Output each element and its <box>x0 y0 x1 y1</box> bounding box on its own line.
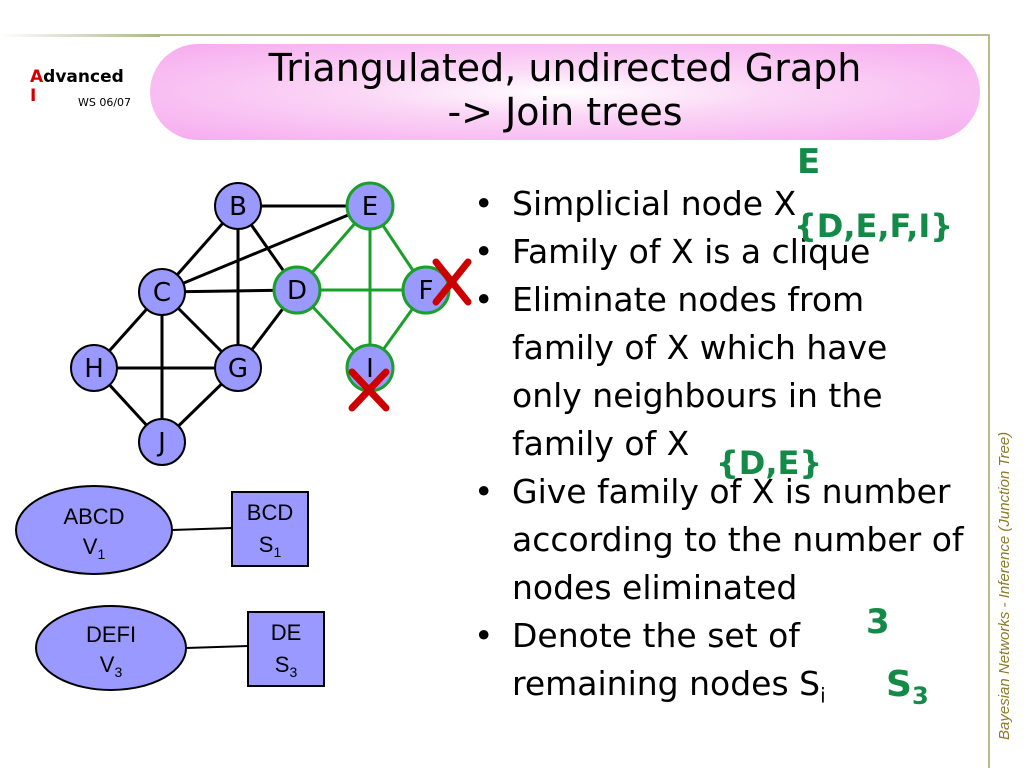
header-rule <box>160 34 990 36</box>
title-line-2: -> Join trees <box>447 90 683 134</box>
bullet-5-subscript: i <box>820 683 826 708</box>
node-d-label: D <box>287 276 307 306</box>
bullet-item-2: •Family of X is a clique <box>474 232 871 271</box>
bullet-text-1: Simplicial node X <box>512 184 797 223</box>
title-banner <box>150 44 980 140</box>
bullet-text-5: Denote the set of remaining nodes S <box>512 616 821 703</box>
annotation-family: {D,E,F,I} <box>794 207 954 245</box>
clique-v3-label: V3 <box>100 652 123 680</box>
bullet-item-1: •Simplicial node X <box>474 184 797 223</box>
node-b-label: B <box>229 192 247 222</box>
node-c: C <box>138 268 186 316</box>
title-line-1: Triangulated, undirected Graph <box>268 46 862 90</box>
clique-v3: DEFI V3 <box>35 605 187 691</box>
semester-label: WS 06/07 <box>78 96 132 109</box>
annotation-number: 3 <box>866 602 890 642</box>
sidebar-label: Bayesian Networks - Inference (Junction … <box>996 431 1013 740</box>
bullet-item-3: •Eliminate nodes from family of X which … <box>474 280 888 463</box>
elimination-crosses <box>348 258 472 412</box>
node-g: G <box>214 344 262 392</box>
separator-s1: BCD S1 <box>231 491 309 567</box>
bullet-list: •Simplicial node X •Family of X is a cli… <box>474 180 984 720</box>
edge-c-e <box>161 204 371 294</box>
node-h: H <box>70 344 118 392</box>
node-i-label: I <box>366 354 374 384</box>
node-h-label: H <box>84 354 104 384</box>
annotation-set-letter: S <box>886 664 912 705</box>
clique-v1-label: V1 <box>83 534 106 562</box>
clique-v3-name: DEFI <box>86 622 136 647</box>
node-e-label: E <box>362 192 378 222</box>
annotation-set: S3 <box>886 664 929 710</box>
separator-s3-name: DE <box>271 620 302 645</box>
node-j-label: J <box>156 428 166 458</box>
annotation-simplicial-node: E <box>797 142 821 182</box>
node-g-label: G <box>228 354 248 384</box>
node-d: D <box>272 265 322 315</box>
bullet-item-4: •Give family of X is number according to… <box>474 472 964 607</box>
separator-s1-name: BCD <box>247 500 293 525</box>
node-e: E <box>345 181 395 231</box>
logo: Advanced I <box>30 68 124 106</box>
right-rule <box>988 34 990 768</box>
separator-s1-label: S1 <box>259 532 282 560</box>
annotation-set-index: 3 <box>911 682 929 711</box>
slide-title: Triangulated, undirected Graph -> Join t… <box>150 46 980 134</box>
graph-nodes: B E C D F H G I J <box>70 181 451 466</box>
bullet-item-5: •Denote the set of remaining nodes Si <box>474 616 826 708</box>
node-c-label: C <box>153 278 171 308</box>
annotation-remaining: {D,E} <box>716 444 823 482</box>
clique-v1: ABCD V1 <box>15 485 173 575</box>
logo-text: dvanced <box>43 67 124 87</box>
bullet-text-3: Eliminate nodes from family of X which h… <box>512 280 888 463</box>
cross-i <box>348 368 390 412</box>
logo-letter-i: I <box>30 86 37 106</box>
bullet-text-4: Give family of X is number according to … <box>512 472 964 607</box>
separator-s3-label: S3 <box>275 652 298 680</box>
join-edge-1 <box>171 527 233 531</box>
node-j: J <box>138 418 186 466</box>
node-b: B <box>214 182 262 230</box>
logo-letter-a: A <box>30 67 44 87</box>
header-rule-left <box>0 34 160 37</box>
clique-v1-name: ABCD <box>63 504 124 529</box>
graph-diagram: B E C D F H G I J ABCD V1 BCD S1 DEFI V3 <box>15 181 472 691</box>
node-f-label: F <box>419 276 434 306</box>
bullet-text-2: Family of X is a clique <box>512 232 871 271</box>
cross-f <box>432 258 472 306</box>
separator-s3: DE S3 <box>247 611 325 687</box>
join-edge-2 <box>185 645 249 649</box>
